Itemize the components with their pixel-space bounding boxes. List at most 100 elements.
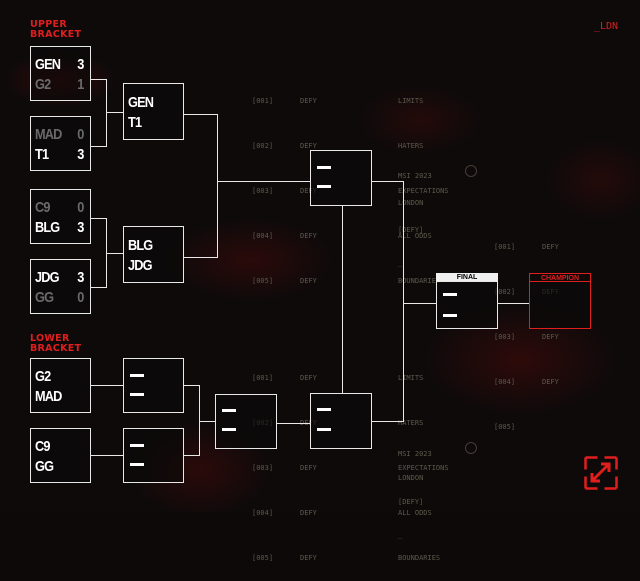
- msi-emblem-icon: [465, 442, 477, 454]
- champion-label: CHAMPION: [529, 273, 591, 282]
- wm-word: DEFY: [300, 554, 317, 562]
- team-row: MAD 0: [35, 124, 84, 144]
- connector: [217, 181, 311, 183]
- team-row: BLG 3: [35, 217, 84, 237]
- wm-phrase: LIMITS: [398, 374, 424, 382]
- upper-bracket-title: UPPER BRACKET: [30, 20, 81, 40]
- team-row: BLG: [128, 235, 171, 255]
- connector: [90, 287, 107, 289]
- tbd-slot: [317, 408, 331, 411]
- connector: [90, 79, 107, 81]
- tbd-slot: [130, 463, 144, 466]
- wm-number: [002]: [494, 288, 516, 296]
- tbd-slot: [130, 444, 144, 447]
- team-row: G2: [35, 366, 78, 386]
- connector: [342, 205, 344, 394]
- team-name: C9: [35, 198, 50, 216]
- match-card-tbd[interactable]: [123, 428, 184, 483]
- connector: [497, 303, 530, 305]
- team-name: BLG: [35, 218, 60, 236]
- tbd-slot: [130, 393, 144, 396]
- connector: [403, 181, 405, 422]
- connector: [199, 421, 216, 423]
- team-score: 0: [77, 125, 84, 143]
- wm-cursor: _: [398, 531, 403, 539]
- connector: [371, 421, 404, 423]
- wm-phrase: HATERS: [398, 142, 424, 150]
- connector: [183, 385, 200, 387]
- wm-number: [005]: [252, 554, 274, 562]
- match-card[interactable]: JDG 3 GG 0: [30, 259, 91, 314]
- connector: [183, 257, 218, 259]
- match-card[interactable]: GEN T1: [123, 83, 184, 140]
- wm-number: [003]: [252, 187, 274, 195]
- connector: [371, 181, 404, 183]
- msi-emblem-icon: [465, 165, 477, 177]
- team-score: 1: [77, 75, 84, 93]
- upper-title-line2: BRACKET: [30, 29, 82, 40]
- wm-phrase: BOUNDARIES: [398, 554, 441, 562]
- wm-phrase: BOUNDARIES: [398, 277, 441, 285]
- team-row: MAD: [35, 386, 78, 406]
- connector: [217, 114, 219, 258]
- connector: [106, 253, 124, 255]
- team-name: G2: [35, 367, 51, 385]
- lower-title-line1: LOWER: [30, 333, 70, 344]
- connector: [199, 385, 201, 456]
- team-score: 3: [77, 268, 84, 286]
- team-row: C9 0: [35, 197, 84, 217]
- team-name: MAD: [35, 125, 62, 143]
- team-row: JDG: [128, 255, 171, 275]
- wm-phrase: EXPECTATIONS: [398, 187, 449, 195]
- champion-card[interactable]: [529, 281, 591, 329]
- wm-number: [001]: [252, 97, 274, 105]
- team-name: GEN: [35, 55, 61, 73]
- connector: [90, 455, 124, 457]
- wm-number: [004]: [252, 509, 274, 517]
- team-name: BLG: [128, 236, 153, 254]
- match-card[interactable]: MAD 0 T1 3: [30, 116, 91, 171]
- tbd-slot: [222, 428, 236, 431]
- team-row: GEN 3: [35, 54, 84, 74]
- connector: [277, 423, 311, 425]
- wm-event-line: LONDON: [398, 474, 424, 482]
- wm-phrase: LIMITS: [398, 97, 424, 105]
- watermark-numbers-3: [001] [002] [003] [004] [005]: [252, 341, 273, 581]
- connector: [403, 303, 437, 305]
- team-name: T1: [128, 113, 142, 131]
- expand-arrows-icon[interactable]: [584, 456, 618, 490]
- tbd-slot: [317, 428, 331, 431]
- team-row: G2 1: [35, 74, 84, 94]
- match-card[interactable]: C9 0 BLG 3: [30, 189, 91, 244]
- team-name: G2: [35, 75, 51, 93]
- team-row: C9: [35, 436, 78, 456]
- team-score: 3: [77, 218, 84, 236]
- match-card-tbd[interactable]: [310, 150, 372, 206]
- connector: [183, 114, 218, 116]
- team-row: GEN: [128, 92, 171, 112]
- connector: [90, 146, 107, 148]
- watermark-numbers-1: [001] [002] [003] [004] [005]: [252, 64, 273, 304]
- connector: [90, 385, 124, 387]
- match-card[interactable]: C9 GG: [30, 428, 91, 483]
- match-card-tbd[interactable]: [123, 358, 184, 413]
- wm-word: DEFY: [542, 243, 559, 251]
- lower-title-line2: BRACKET: [30, 343, 82, 354]
- watermark-numbers-2: [001] [002] [003] [004] [005]: [494, 210, 515, 450]
- wm-number: [005]: [494, 423, 516, 431]
- tbd-slot: [443, 293, 457, 296]
- tbd-slot: [130, 374, 144, 377]
- match-card[interactable]: BLG JDG: [123, 226, 184, 283]
- watermark-event-1: MSI 2023 LONDON [DEFY] _: [398, 154, 432, 277]
- wm-phrase: HATERS: [398, 419, 424, 427]
- team-score: 0: [77, 198, 84, 216]
- match-card[interactable]: G2 MAD: [30, 358, 91, 413]
- wm-event-line: [DEFY]: [398, 498, 424, 506]
- team-row: T1: [128, 112, 171, 132]
- match-card[interactable]: GEN 3 G2 1: [30, 46, 91, 101]
- final-match-card[interactable]: [436, 281, 498, 329]
- team-name: GG: [35, 457, 54, 475]
- match-card-tbd[interactable]: [215, 394, 277, 449]
- team-row: T1 3: [35, 144, 84, 164]
- match-card-tbd[interactable]: [310, 393, 372, 449]
